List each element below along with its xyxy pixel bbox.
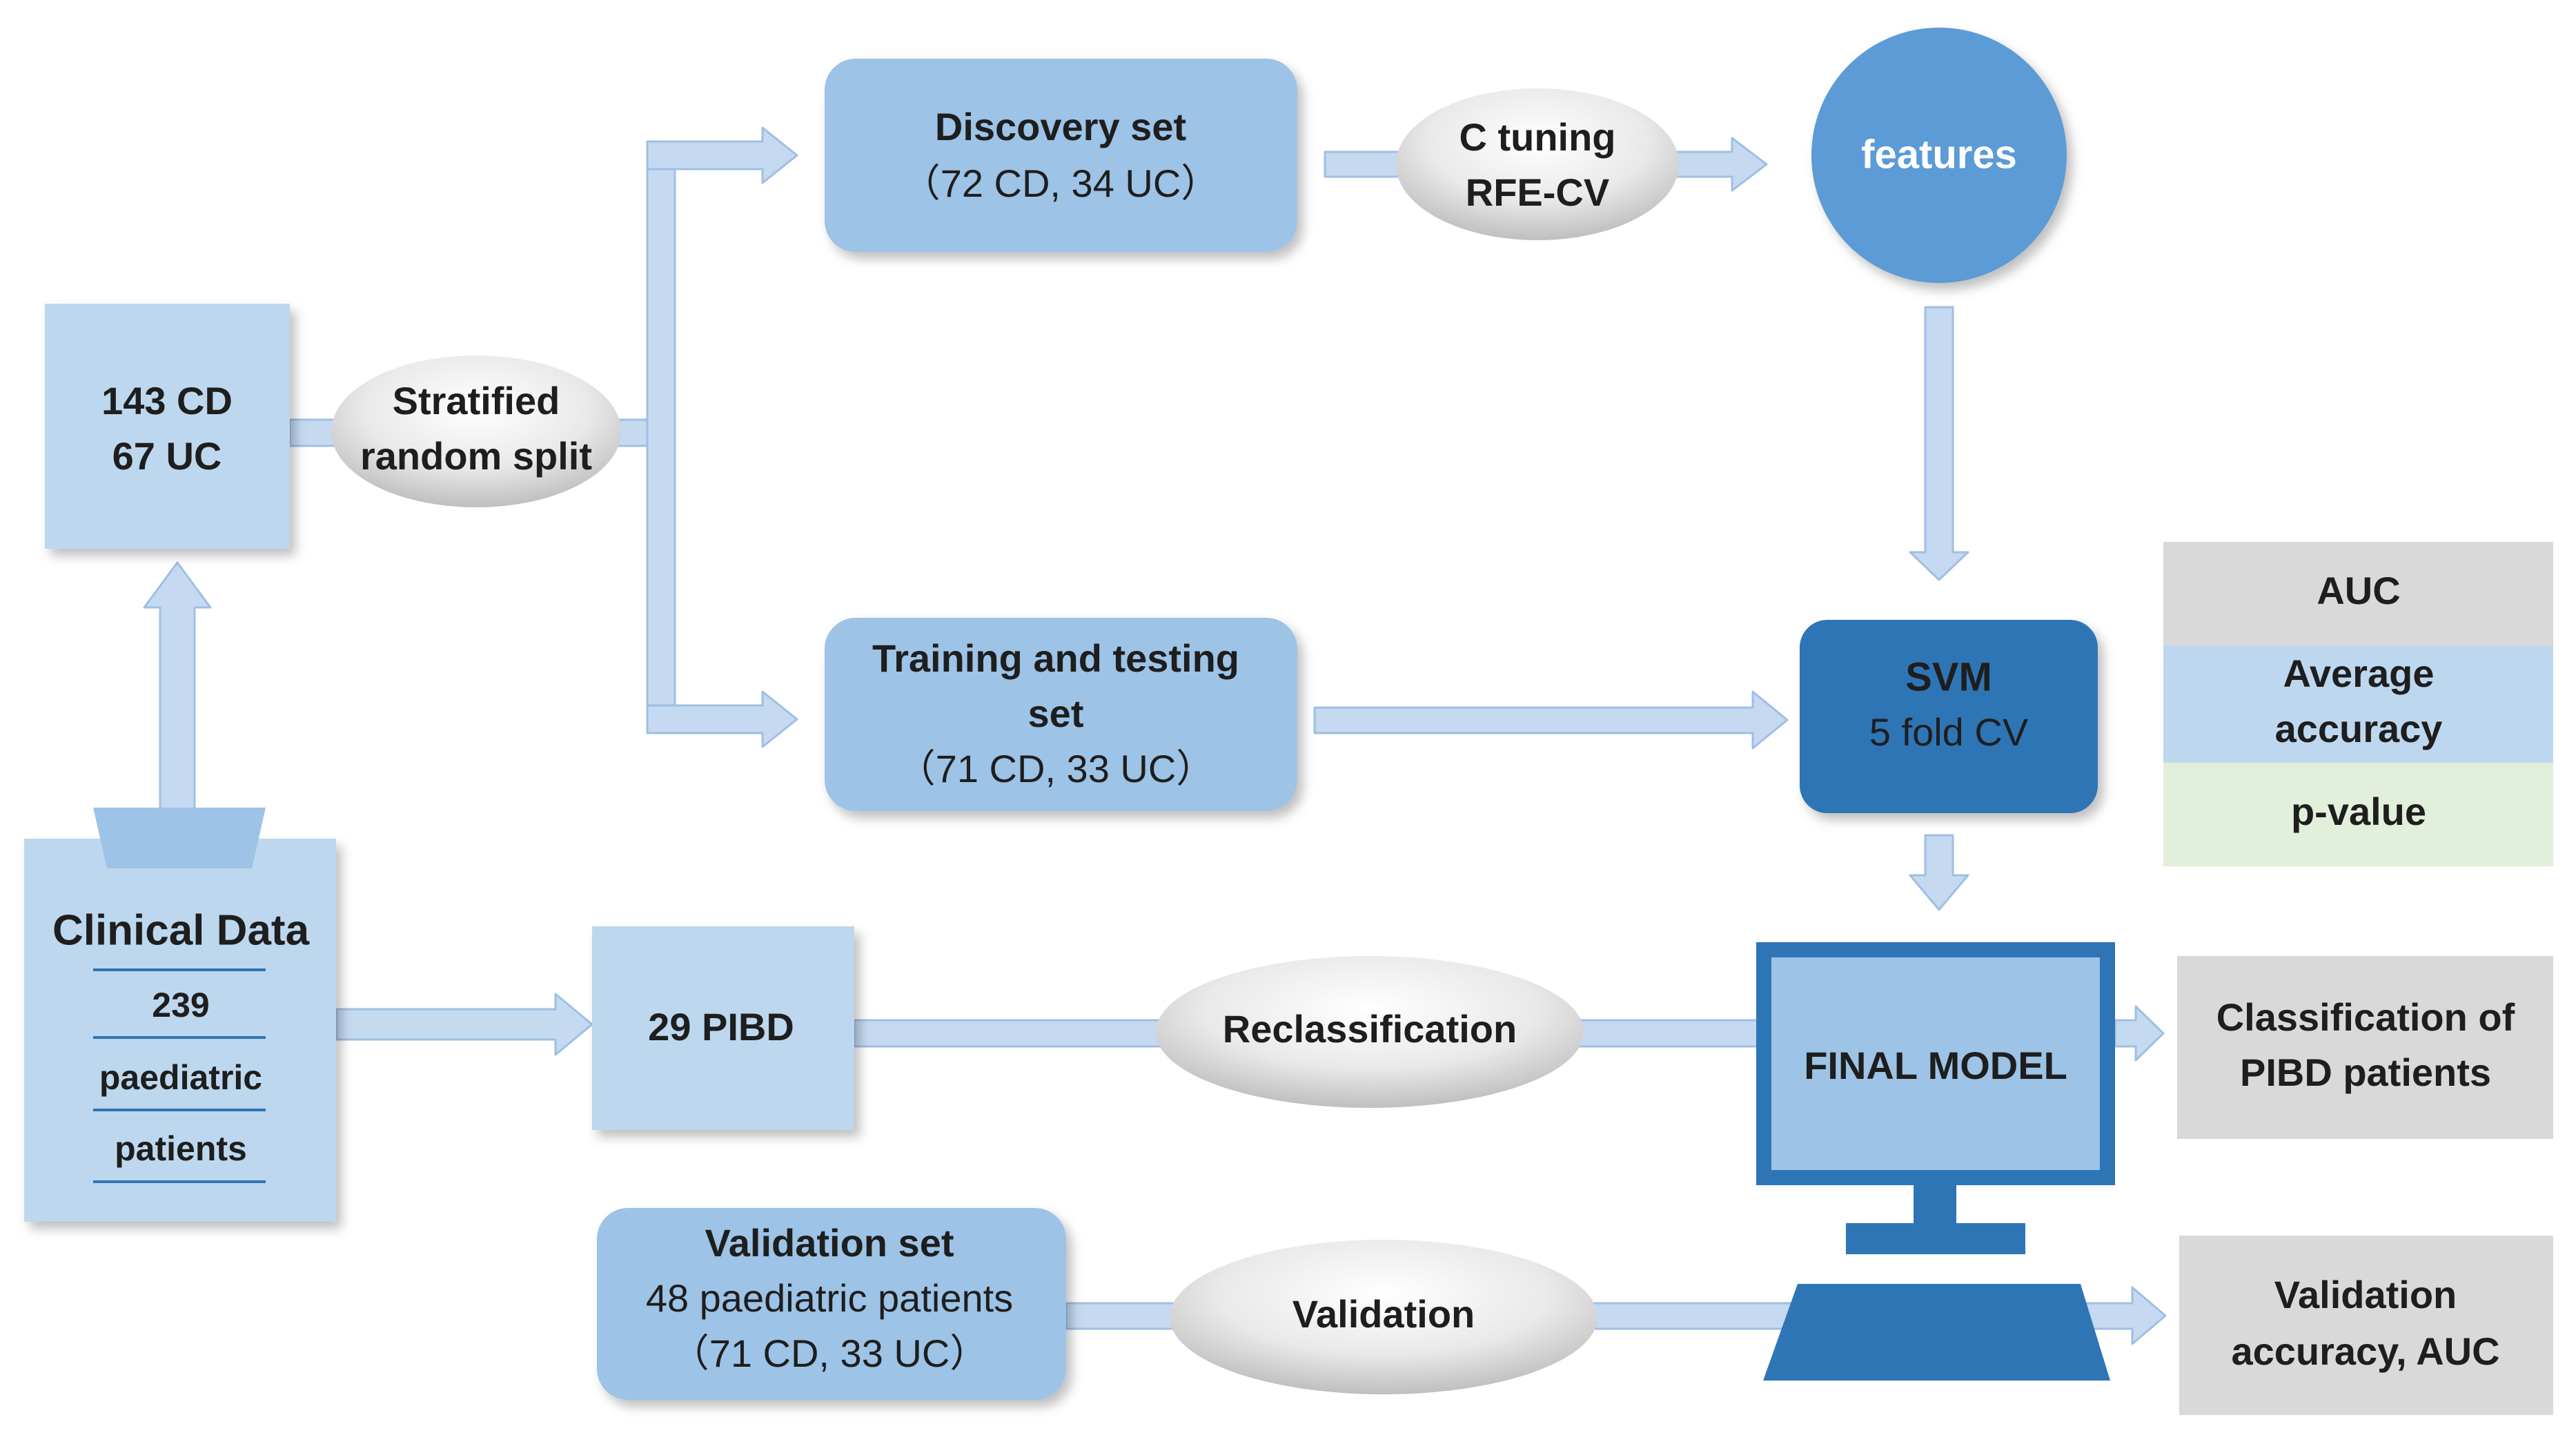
validation-set-sub: （71 CD, 33 UC）	[671, 1332, 989, 1375]
training-sub: （71 CD, 33 UC）	[897, 747, 1215, 790]
features-label: features	[1861, 132, 2017, 177]
pibd-box: 29 PIBD	[592, 926, 854, 1130]
metrics-legend: AUC Average accuracy p-value	[2163, 542, 2553, 866]
svm-title: SVM	[1905, 654, 1992, 699]
connector-split-vertical	[646, 140, 676, 733]
arrow-final-to-classification	[2114, 1005, 2165, 1062]
metric-accuracy: accuracy	[2275, 707, 2443, 750]
clinical-data-box: Clinical Data 239 paediatric patients	[24, 808, 336, 1222]
tuning-line2: RFE-CV	[1466, 170, 1609, 214]
classification-line2: PIBD patients	[2240, 1051, 2491, 1094]
metric-auc: AUC	[2317, 569, 2400, 612]
reclass-label: Reclassification	[1223, 1007, 1517, 1051]
validation-node: Validation	[1170, 1240, 1597, 1394]
metric-pvalue: p-value	[2291, 790, 2426, 833]
training-set-box: Training and testing set （71 CD, 33 UC）	[825, 618, 1297, 811]
clinical-count: 239	[152, 986, 209, 1024]
arrow-to-discovery	[646, 126, 798, 184]
stratified-split-node: Stratified random split	[331, 355, 621, 507]
final-model-monitor: FINAL MODEL	[1756, 942, 2115, 1381]
tuning-line1: C tuning	[1459, 115, 1615, 159]
split-line1: Stratified	[393, 379, 560, 422]
arrow-up-clinical-to-cohort	[143, 561, 212, 812]
clinical-paediatric: paediatric	[99, 1058, 262, 1097]
clipboard-clip-icon	[93, 808, 266, 868]
final-model-label: FINAL MODEL	[1804, 1044, 2067, 1087]
c-tuning-node: C tuning RFE-CV	[1396, 88, 1679, 240]
features-node: features	[1811, 28, 2067, 283]
discovery-title: Discovery set	[935, 105, 1186, 148]
arrow-clinical-to-pibd	[335, 993, 593, 1056]
training-line2: set	[1028, 692, 1084, 735]
validation-label: Validation	[1292, 1292, 1475, 1336]
arrow-features-to-svm	[1909, 306, 1969, 581]
classification-line1: Classification of	[2216, 995, 2515, 1039]
metric-average: Average	[2283, 652, 2435, 695]
svm-sub: 5 fold CV	[1869, 710, 2029, 754]
reclassification-node: Reclassification	[1156, 956, 1584, 1108]
validation-set-box: Validation set 48 paediatric patients （7…	[597, 1208, 1066, 1400]
validation-set-line1: 48 paediatric patients	[646, 1276, 1013, 1320]
training-line1: Training and testing	[872, 636, 1239, 680]
arrow-to-training	[646, 690, 798, 748]
discovery-sub: （72 CD, 34 UC）	[902, 162, 1220, 205]
classification-output-box: Classification of PIBD patients	[2177, 956, 2553, 1139]
svm-box: SVM 5 fold CV	[1800, 620, 2098, 813]
clinical-patients: patients	[115, 1129, 247, 1168]
arrow-svm-to-final	[1909, 834, 1969, 911]
cohort-cd: 143 CD	[101, 379, 233, 422]
val-out-line1: Validation	[2274, 1273, 2457, 1316]
validation-set-title: Validation set	[705, 1221, 954, 1265]
cohort-uc: 67 UC	[112, 434, 222, 478]
split-line2: random split	[360, 434, 592, 478]
pibd-label: 29 PIBD	[648, 1005, 794, 1049]
arrow-training-to-svm	[1313, 690, 1789, 750]
clinical-title: Clinical Data	[52, 906, 310, 954]
validation-output-box: Validation accuracy, AUC	[2179, 1236, 2553, 1415]
cohort-box: 143 CD 67 UC	[45, 304, 290, 549]
val-out-line2: accuracy, AUC	[2231, 1329, 2499, 1373]
discovery-set-box: Discovery set （72 CD, 34 UC）	[825, 59, 1297, 252]
